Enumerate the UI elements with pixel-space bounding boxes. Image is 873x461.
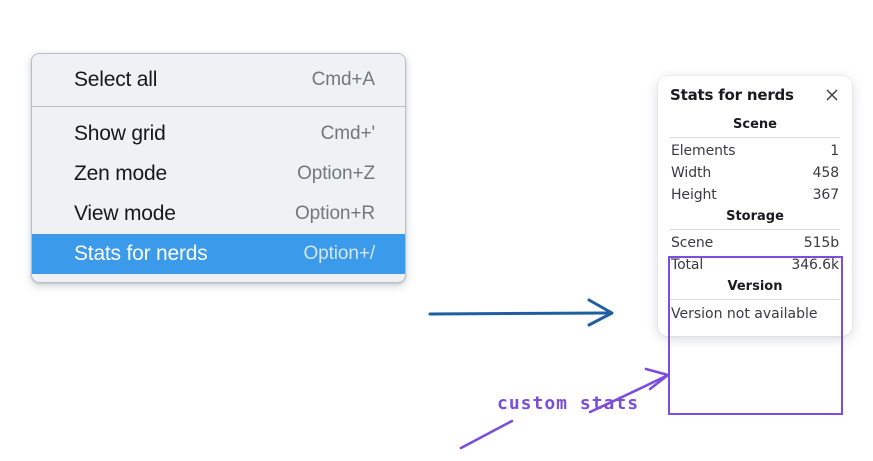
version-value: Version not available <box>671 306 818 322</box>
stat-key: Scene <box>671 235 714 251</box>
close-icon[interactable] <box>824 87 840 103</box>
menu-item-view-mode[interactable]: View mode Option+R <box>32 194 405 234</box>
menu-item-shortcut: Cmd+A <box>311 69 375 90</box>
menu-item-zen-mode[interactable]: Zen mode Option+Z <box>32 154 405 194</box>
menu-item-label: Stats for nerds <box>74 242 208 265</box>
stat-value: 1 <box>830 143 839 159</box>
menu-item-select-all[interactable]: Select all Cmd+A <box>32 60 405 100</box>
section-scene: Scene Elements 1 Width 458 Height 367 <box>670 114 840 206</box>
section-storage: Storage Scene 515b Total 346.6k <box>670 206 840 276</box>
stat-key: Width <box>671 165 712 181</box>
menu-item-shortcut: Option+R <box>295 203 375 224</box>
panel-title: Stats for nerds <box>670 86 794 104</box>
flow-arrow-icon <box>428 298 614 327</box>
menu-item-shortcut: Option+/ <box>303 243 375 264</box>
menu-group-2: Show grid Cmd+' Zen mode Option+Z View m… <box>32 114 405 274</box>
section-divider <box>670 137 840 138</box>
panel-header: Stats for nerds <box>670 86 840 104</box>
custom-stats-annotation-label: custom stats <box>497 393 640 414</box>
stat-key: Elements <box>671 143 736 159</box>
menu-item-stats-for-nerds[interactable]: Stats for nerds Option+/ <box>32 234 405 274</box>
section-divider <box>670 229 840 230</box>
menu-group-1: Select all Cmd+A <box>32 60 405 100</box>
stat-row: Scene 515b <box>670 232 840 254</box>
menu-item-shortcut: Option+Z <box>297 163 375 184</box>
menu-separator <box>32 106 405 107</box>
section-heading: Storage <box>726 209 784 224</box>
stat-key: Total <box>671 257 704 273</box>
menu-item-label: Zen mode <box>74 162 167 185</box>
annotation-underline-stroke <box>459 419 514 450</box>
stat-value: 458 <box>812 165 840 181</box>
menu-item-shortcut: Cmd+' <box>320 123 375 144</box>
section-heading: Scene <box>733 117 777 132</box>
section-divider <box>670 299 840 300</box>
stat-key: Height <box>671 187 717 203</box>
stat-row: Height 367 <box>670 184 840 206</box>
stat-value: 515b <box>803 235 839 251</box>
menu-item-show-grid[interactable]: Show grid Cmd+' <box>32 114 405 154</box>
stat-value: 367 <box>812 187 840 203</box>
stat-row: Total 346.6k <box>670 254 840 276</box>
menu-item-label: View mode <box>74 202 176 225</box>
stat-value: 346.6k <box>791 257 839 273</box>
section-heading: Version <box>727 279 783 294</box>
menu-item-label: Select all <box>74 68 158 91</box>
stats-for-nerds-panel: Stats for nerds Scene Elements 1 Width 4… <box>658 76 852 336</box>
stat-row: Elements 1 <box>670 140 840 162</box>
menu-item-label: Show grid <box>74 122 166 145</box>
section-version: Version Version not available <box>670 276 840 324</box>
stat-row: Width 458 <box>670 162 840 184</box>
context-menu[interactable]: Select all Cmd+A Show grid Cmd+' Zen mod… <box>31 53 406 283</box>
